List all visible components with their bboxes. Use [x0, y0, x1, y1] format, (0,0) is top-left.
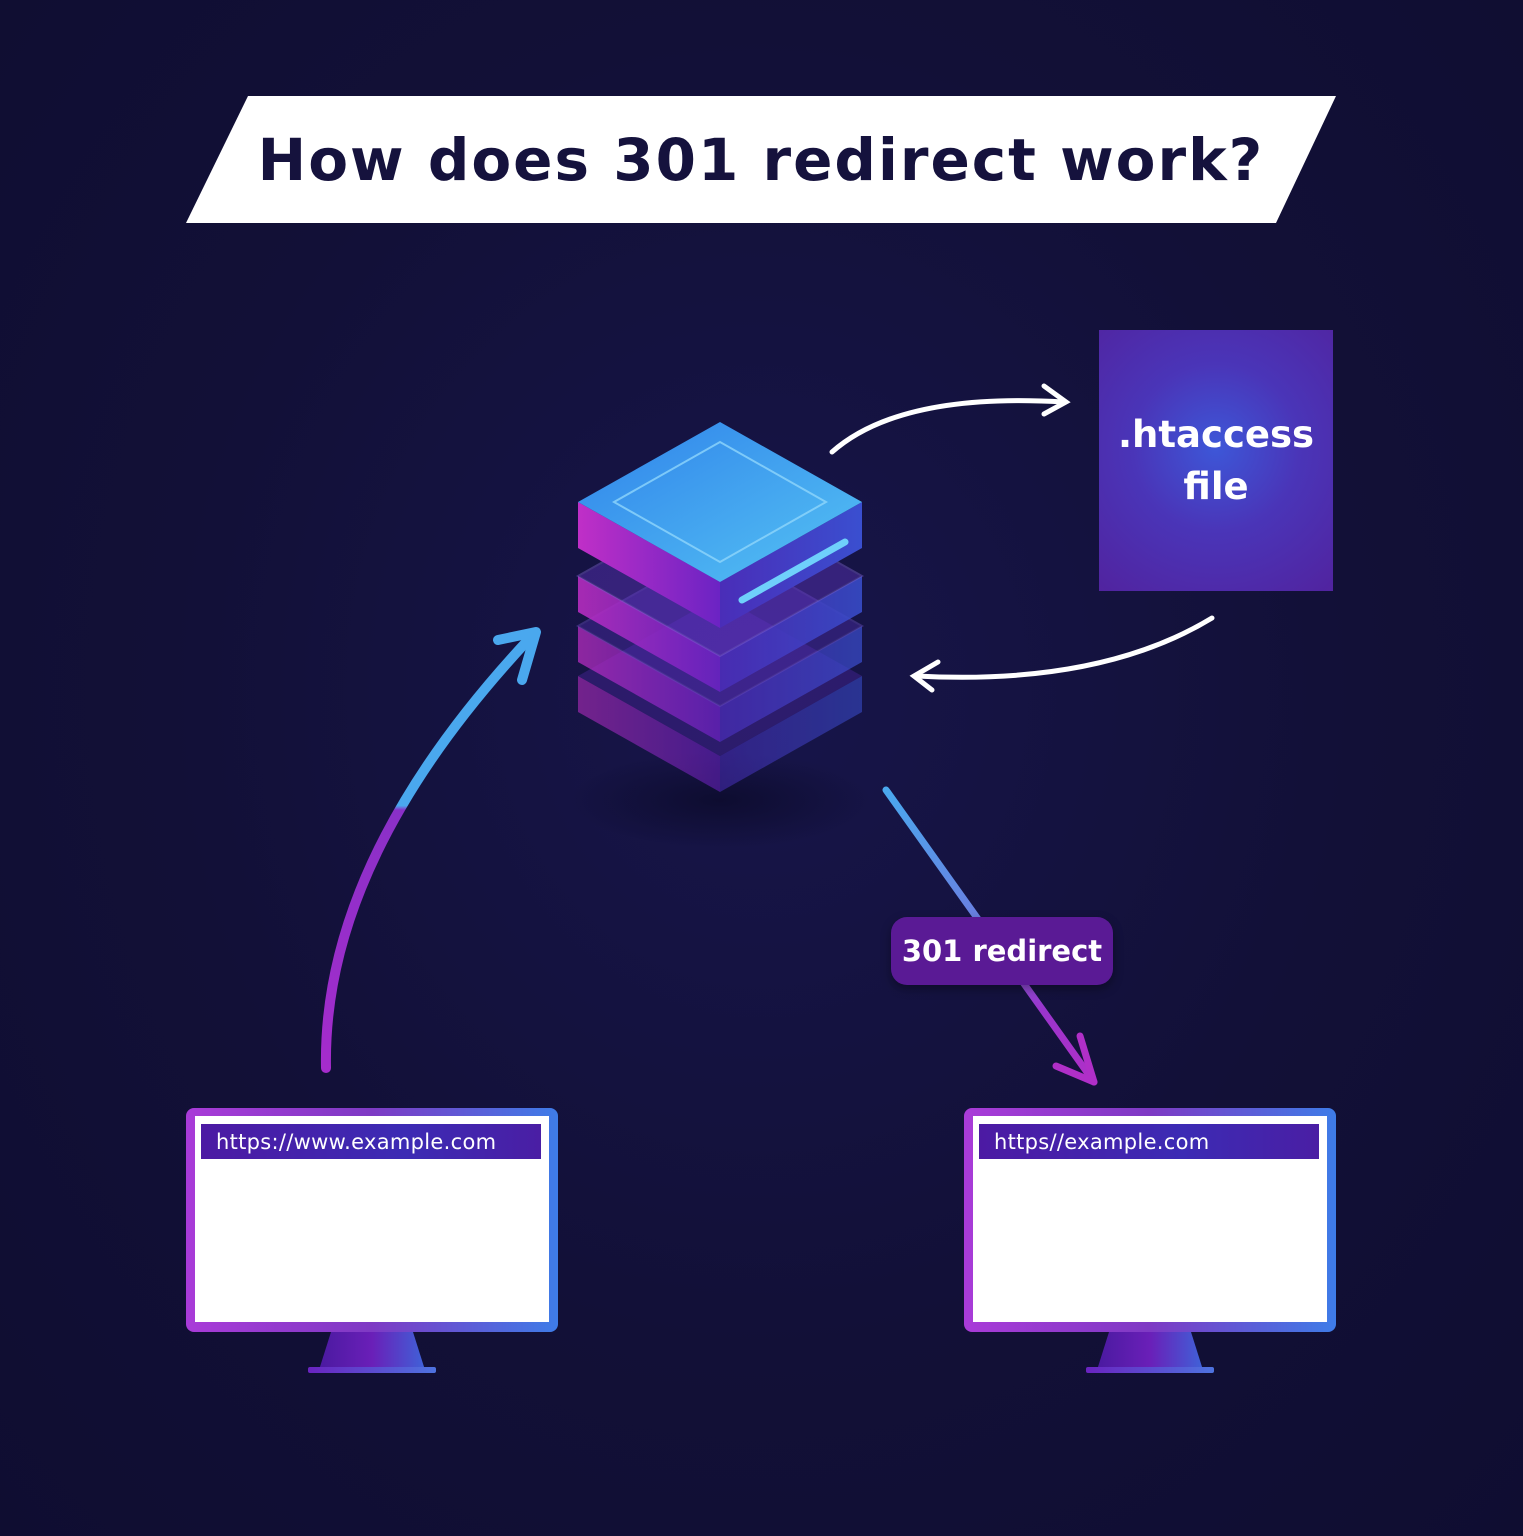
- monitor-stand: [319, 1332, 425, 1370]
- monitor-base: [1086, 1367, 1214, 1373]
- monitor-frame: https//example.com: [964, 1108, 1336, 1332]
- address-url: https://www.example.com: [216, 1129, 497, 1154]
- server-shadow: [570, 752, 870, 848]
- monitor-frame: https://www.example.com: [186, 1108, 558, 1332]
- arrow-htaccess-to-server: [909, 615, 1215, 693]
- monitor-new-url: https//example.com: [964, 1108, 1336, 1374]
- arrow-server-to-htaccess: [829, 383, 1071, 455]
- redirect-badge-label: 301 redirect: [901, 934, 1103, 968]
- redirect-badge: 301 redirect: [891, 917, 1113, 985]
- page-title: How does 301 redirect work?: [257, 125, 1265, 194]
- monitor-screen: https://www.example.com: [195, 1116, 549, 1322]
- address-bar: https://www.example.com: [201, 1124, 541, 1159]
- title-banner: How does 301 redirect work?: [186, 96, 1336, 223]
- address-bar: https//example.com: [979, 1124, 1319, 1159]
- arrow-request-to-server: [320, 627, 541, 1073]
- htaccess-label: .htaccess file: [1117, 412, 1315, 508]
- monitor-old-url: https://www.example.com: [186, 1108, 558, 1374]
- monitor-base: [308, 1367, 436, 1373]
- server-icon: [575, 422, 865, 792]
- monitor-stand: [1097, 1332, 1203, 1370]
- htaccess-file-box: .htaccess file: [1099, 330, 1333, 591]
- address-url: https//example.com: [994, 1129, 1210, 1154]
- monitor-screen: https//example.com: [973, 1116, 1327, 1322]
